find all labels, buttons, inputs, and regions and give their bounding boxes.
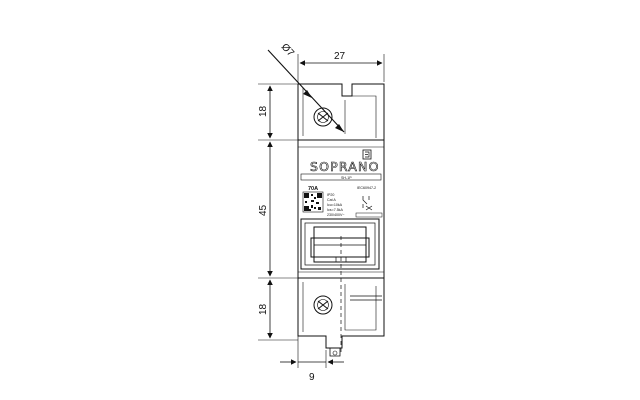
qr-code (302, 191, 324, 213)
width-dimension (297, 54, 385, 82)
toggle-lever (310, 237, 370, 262)
spec-line-1: Icu=10kA (327, 203, 343, 207)
diameter-leader (267, 49, 345, 133)
spec-line-2: Ics=7.5kA (327, 208, 343, 212)
model-code: SH-1P (341, 176, 352, 180)
offset-dimension-label: 9 (309, 372, 315, 383)
category-label: Cat A (327, 198, 336, 202)
vertical-dimension-chain (258, 83, 324, 341)
diameter-label: Ø7 (279, 42, 296, 60)
brand-name: SOPRANO (310, 159, 380, 174)
width-dimension-label: 27 (334, 51, 346, 62)
bottom-terminal-screw (313, 295, 333, 315)
brand-logo (362, 149, 372, 160)
rated-voltage: 230/400V~ (327, 213, 345, 217)
top-terminal-screw (313, 107, 333, 127)
current-rating: 70A (308, 186, 318, 192)
standard-label: IEC60947-2 (357, 186, 376, 190)
middle-section-label: 45 (258, 204, 269, 216)
circuit-symbol-icon (362, 196, 373, 211)
ip-rating: IP20 (327, 193, 334, 197)
top-section-label: 18 (258, 105, 269, 117)
offset-dimension (280, 336, 344, 368)
toggle-window (300, 218, 380, 270)
bottom-section-label: 18 (258, 303, 269, 315)
